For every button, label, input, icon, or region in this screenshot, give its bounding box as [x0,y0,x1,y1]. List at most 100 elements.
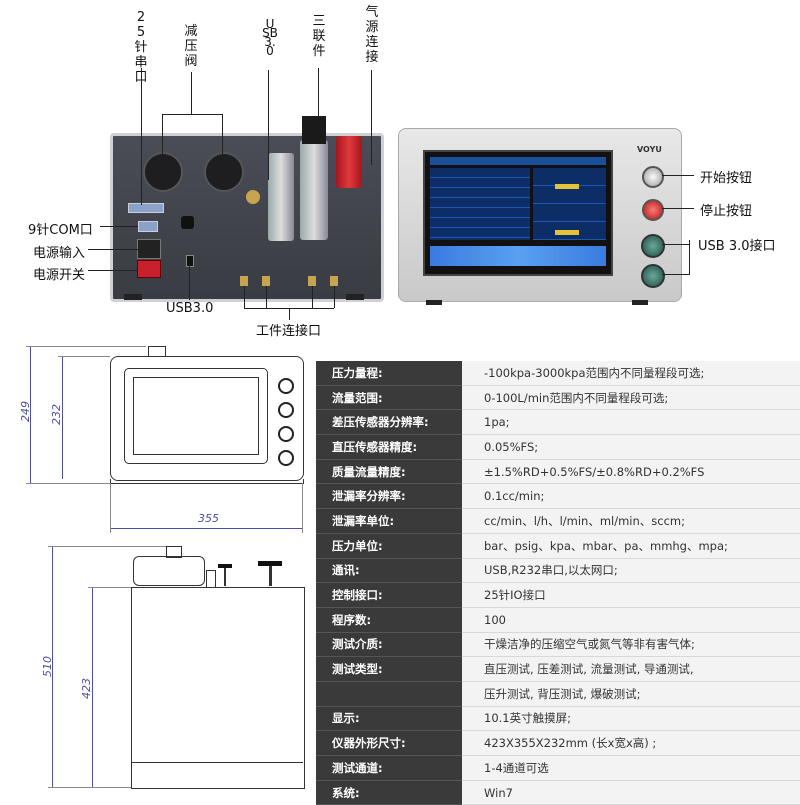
spec-row: 流量范围:0-100L/min范围内不同量程段可选; [316,385,800,411]
spec-key: 直压传感器精度: [316,434,462,460]
spec-value: 100 [462,607,800,633]
air-source-valve [336,136,362,188]
triple-unit-left [268,153,294,241]
label-start: 开始按钮 [700,171,753,186]
start-button [642,166,664,188]
spec-value: bar、psig、kpa、mbar、pa、mmhg、mpa; [462,533,800,559]
dim-249-text: 249 [19,401,32,422]
port-25pin [128,203,164,213]
dim-423-line [92,587,93,787]
front-drawing-btn-3 [278,426,294,442]
spec-key: 泄漏率单位: [316,508,462,534]
usb30-rear-port [186,255,194,267]
spec-row: 仪器外形尺寸:423X355X232mm (长x宽x高) ; [316,730,800,756]
spec-key: 流量范围: [316,385,462,411]
usb-port-1 [641,234,665,258]
spec-row: 差压传感器分辨率:1pa; [316,409,800,436]
spec-key: 通讯: [316,558,462,584]
spec-key: 显示: [316,706,462,732]
leader-usb-v [689,240,690,275]
spec-row: 控制接口:25针IO接口 [316,582,800,608]
spec-value: 0.05%FS; [462,434,800,460]
spec-value: ±1.5%RD+0.5%FS/±0.8%RD+0.2%FS [462,459,800,485]
hex-hole [181,216,194,229]
side-drawing-valve-1-stem [224,568,226,586]
dim-249-line [30,346,31,483]
spec-key: 压力量程: [316,361,462,386]
leader-stop [662,208,694,209]
side-drawing-small-fitting [206,570,216,588]
front-drawing-btn-4 [278,450,294,466]
leader-port25 [141,68,142,205]
label-air-source: 气源连接 [365,5,379,65]
spec-row: 泄漏率分辨率:0.1cc/min; [316,483,800,510]
label-work-ports: 工件连接口 [256,324,322,339]
spec-key: 压力单位: [316,533,462,559]
leader-reducer-h [162,114,222,115]
leader-work-1 [244,286,245,308]
reducer-knob-right [204,152,244,192]
spec-value: 25针IO接口 [462,582,800,608]
screen-header [430,157,606,165]
leader-usb30-top [268,70,269,180]
spec-value: 压升测试, 背压测试, 爆破测试; [462,681,800,707]
spec-value: 直压测试, 压差测试, 流量测试, 导通测试, [462,656,800,682]
spec-row: 质量流量精度:±1.5%RD+0.5%FS/±0.8%RD+0.2%FS [316,459,800,485]
usb-port-2 [641,264,665,288]
spec-key: 测试介质: [316,632,462,658]
side-drawing-base [131,762,303,788]
side-drawing-valve-2-stem [269,566,272,586]
side-drawing-valve-1 [218,564,232,568]
dim-510-top [48,546,166,547]
spec-key: 仪器外形尺寸: [316,730,462,756]
work-port-3 [308,276,316,286]
reducer-knob-left [143,152,183,192]
spec-key: 差压传感器分辨率: [316,409,462,436]
spec-key: 泄漏率分辨率: [316,483,462,510]
leader-reducer-l [162,114,163,154]
spec-row: 压升测试, 背压测试, 爆破测试; [316,681,800,707]
leader-usb-2 [662,274,690,275]
leader-work-v [289,308,290,320]
side-drawing-body [131,587,305,789]
spec-value: Win7 [462,780,800,805]
label-usb-ports: USB 3.0接口 [698,239,776,254]
front-drawing-handle [148,346,166,357]
leader-air-source [371,70,372,165]
front-device-foot-left [426,300,442,305]
dim-510-bot [48,787,131,788]
dim-249-top [26,346,146,347]
front-drawing-screen [133,377,259,455]
dim-232-top [58,356,110,357]
dim-355-line [110,528,302,529]
spec-row: 程序数:100 [316,607,800,633]
dim-355-text: 355 [198,512,219,525]
dim-423-top [88,587,131,588]
port-com9 [138,221,158,232]
spec-key: 控制接口: [316,582,462,608]
leader-work-4 [334,286,335,308]
spec-value: 1-4通道可选 [462,755,800,781]
leader-com9 [100,226,138,227]
leader-work-3 [312,286,313,308]
work-port-4 [330,276,338,286]
screen-panel-left [430,168,530,240]
leader-work-2 [266,286,267,308]
spec-value: 0.1cc/min; [462,483,800,510]
side-drawing-valve-2 [258,561,282,566]
leader-start [662,175,694,176]
screen-wait-2 [555,230,579,235]
front-drawing-base [110,479,304,484]
triple-unit-right [300,140,328,240]
rear-panel-foot-left [124,294,142,300]
spec-row: 直压传感器精度:0.05%FS; [316,434,800,460]
label-usb30-bottom: USB3.0 [166,301,214,316]
label-usb30-top: USB3.0 [262,17,278,58]
screen-wait-1 [555,184,579,189]
spec-key: 测试通道: [316,755,462,781]
label-port25: 25针串口 [134,10,148,85]
dim-510-line [52,546,53,787]
dim-249-bot [26,483,110,484]
screen-panel-right [533,168,606,240]
spec-table: 压力量程:-100kpa-3000kpa范围内不同量程段可选;流量范围:0-10… [316,361,800,805]
